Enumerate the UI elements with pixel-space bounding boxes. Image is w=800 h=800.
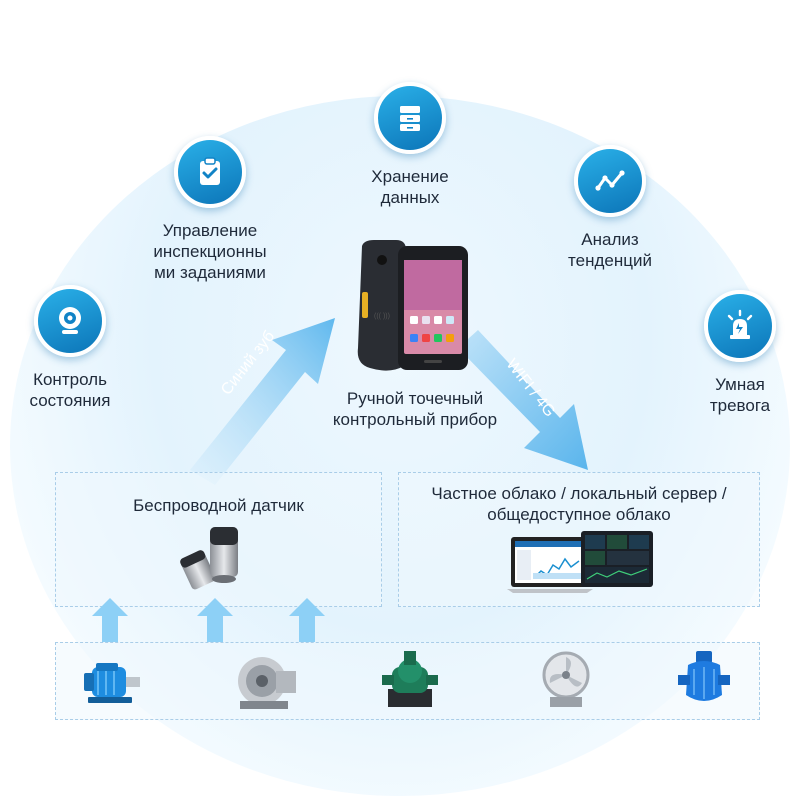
device-label: Ручной точечный контрольный прибор (332, 389, 498, 429)
inspection-label: Управление инспекционны ми заданиями (153, 221, 267, 282)
sensor-box: Беспроводной датчик (55, 472, 382, 607)
node-condition-monitoring: Контроль состояния (0, 285, 140, 411)
blue-pump-image (678, 651, 730, 701)
node-smart-alarm: Умная тревога (680, 290, 800, 416)
cloud-box: Частное облако / локальный сервер / обще… (398, 472, 760, 607)
node-inspection-management: Управление инспекционны ми заданиями (130, 136, 290, 283)
clipboard-check-icon (174, 136, 246, 208)
webcam-icon (34, 285, 106, 357)
analysis-label: Анализ тенденций (568, 230, 652, 270)
node-trend-analysis: Анализ тенденций (540, 145, 680, 271)
storage-label: Хранение данных (371, 167, 449, 207)
server-drawers-icon (374, 82, 446, 154)
alarm-siren-icon (704, 290, 776, 362)
axial-fan-image (542, 651, 590, 707)
bluetooth-arrow (190, 318, 335, 485)
wifi-arrow (458, 330, 588, 470)
trend-line-icon (574, 145, 646, 217)
equipment-row (55, 642, 760, 720)
handheld-device-image: ((( ))) (357, 240, 468, 371)
node-data-storage: Хранение данных (340, 82, 480, 208)
wireless-sensor-image (180, 527, 238, 590)
condition-label: Контроль состояния (29, 370, 111, 410)
sensor-box-title: Беспроводной датчик (133, 496, 304, 515)
alarm-label: Умная тревога (709, 375, 771, 415)
sensor-arrow-right (289, 598, 325, 642)
electric-motor-image (84, 663, 140, 703)
green-pump-image (382, 651, 438, 707)
centrifugal-fan-image (238, 657, 296, 709)
svg-text:((( ))): ((( ))) (374, 313, 390, 320)
cloud-dashboard-image (507, 531, 653, 593)
sensor-arrow-middle (197, 598, 233, 642)
cloud-box-title: Частное облако / локальный сервер / обще… (431, 484, 727, 524)
sensor-arrow-left (92, 598, 128, 642)
